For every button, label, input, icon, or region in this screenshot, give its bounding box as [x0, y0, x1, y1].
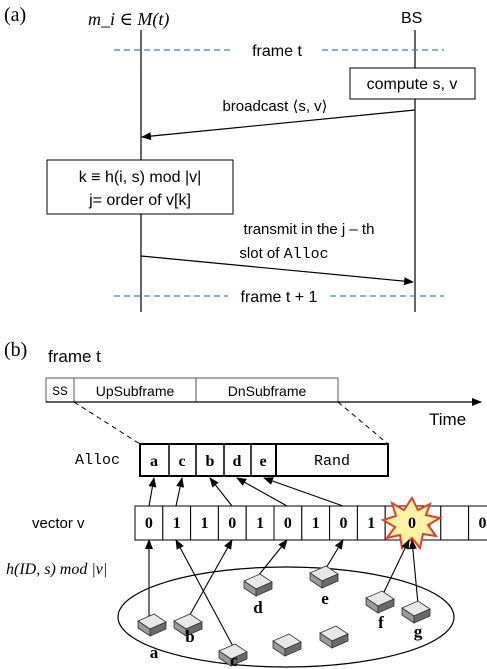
timeline-up-label: UpSubframe — [96, 383, 175, 399]
vector-cell — [301, 505, 331, 541]
alloc-cell-b: b — [206, 453, 215, 470]
vector-cell-value: 1 — [367, 515, 375, 532]
transmit-line1: transmit in the j – th — [244, 221, 375, 238]
transmit-line2-code: Alloc — [284, 246, 329, 263]
vector-cell — [468, 505, 487, 541]
device-a-label: a — [150, 643, 159, 662]
timeline-ss — [45, 377, 75, 403]
panel-a-label: (a) — [4, 4, 26, 26]
zoom-line-hidden — [140, 402, 196, 444]
vector-cell-value: 1 — [201, 515, 209, 532]
panel-b-label: (b) — [4, 339, 27, 361]
transmit-arrow — [140, 255, 414, 286]
device-d-label: d — [253, 598, 263, 617]
k-box-line2: j= order of v[k] — [88, 192, 191, 209]
frame-t-b-label: frame t — [48, 347, 101, 366]
vector-cell — [273, 505, 303, 541]
vector-cell — [329, 505, 358, 541]
collision-burst-icon — [380, 496, 443, 551]
frame-t1-label: frame t + 1 — [241, 289, 318, 306]
vector-cell — [440, 505, 470, 541]
vector-label: vector v — [32, 515, 85, 532]
compute-label: compute s, v — [367, 76, 458, 93]
zoom-line-left — [73, 401, 141, 445]
transmit-line2-prefix: slot of — [239, 245, 283, 262]
timeline-ss-label: SS — [52, 384, 68, 399]
vector-label-text: vector v — [32, 515, 85, 532]
device-c-label: c — [230, 651, 238, 669]
bs-label: BS — [401, 10, 422, 27]
vector-cell-value: 0 — [284, 515, 292, 532]
rand-label: Rand — [314, 453, 350, 470]
alloc-cell-a: a — [150, 453, 158, 470]
device-g-label: g — [414, 622, 423, 641]
device-to-vector-arrows — [145, 539, 419, 651]
vector-cell-value: 1 — [256, 515, 264, 532]
vector-cell — [245, 505, 275, 541]
k-box — [46, 159, 234, 215]
compute-box — [349, 67, 476, 100]
alloc-cell-e: e — [259, 453, 266, 470]
vector-cell-value: 1 — [173, 515, 181, 532]
timeline-dn-label: DnSubframe — [228, 383, 307, 399]
vector-cell — [356, 505, 386, 541]
alloc-box — [139, 443, 389, 477]
device-e-label: e — [321, 589, 329, 608]
timeline-dnsubframe — [195, 377, 339, 403]
node-label: m_i ∈ M(t) — [88, 9, 169, 30]
hash-label: h(ID, s) mod |v| — [6, 561, 107, 578]
vector-cell-collision-value: 0 — [408, 515, 416, 532]
vector-cell-value: 0 — [479, 515, 487, 532]
vector-cell-value: 0 — [340, 515, 348, 532]
device-b-label: b — [185, 627, 194, 646]
transmit-line2: slot of Alloc — [239, 245, 328, 263]
k-box-line1: k ≡ h(i, s) mod |v| — [79, 169, 202, 186]
device-cluster-ellipse — [117, 566, 455, 668]
broadcast-arrow — [141, 109, 416, 141]
device-f-label: f — [378, 613, 384, 632]
alloc-cell-d: d — [233, 453, 242, 470]
vector-cell-value: 1 — [312, 515, 320, 532]
time-label: Time — [429, 410, 466, 429]
frame-t-label: frame t — [252, 43, 302, 60]
alloc-cell-c: c — [178, 453, 185, 470]
vector-to-alloc-arrows — [148, 477, 344, 507]
broadcast-label: broadcast ⟨s, v⟩ — [222, 98, 327, 115]
vector-cell-value: 0 — [145, 515, 153, 532]
alloc-label: Alloc — [75, 452, 120, 469]
alloc-cells: a c b d e — [150, 444, 277, 476]
zoom-line-right — [337, 401, 389, 445]
vector-cell-value: 0 — [228, 515, 236, 532]
